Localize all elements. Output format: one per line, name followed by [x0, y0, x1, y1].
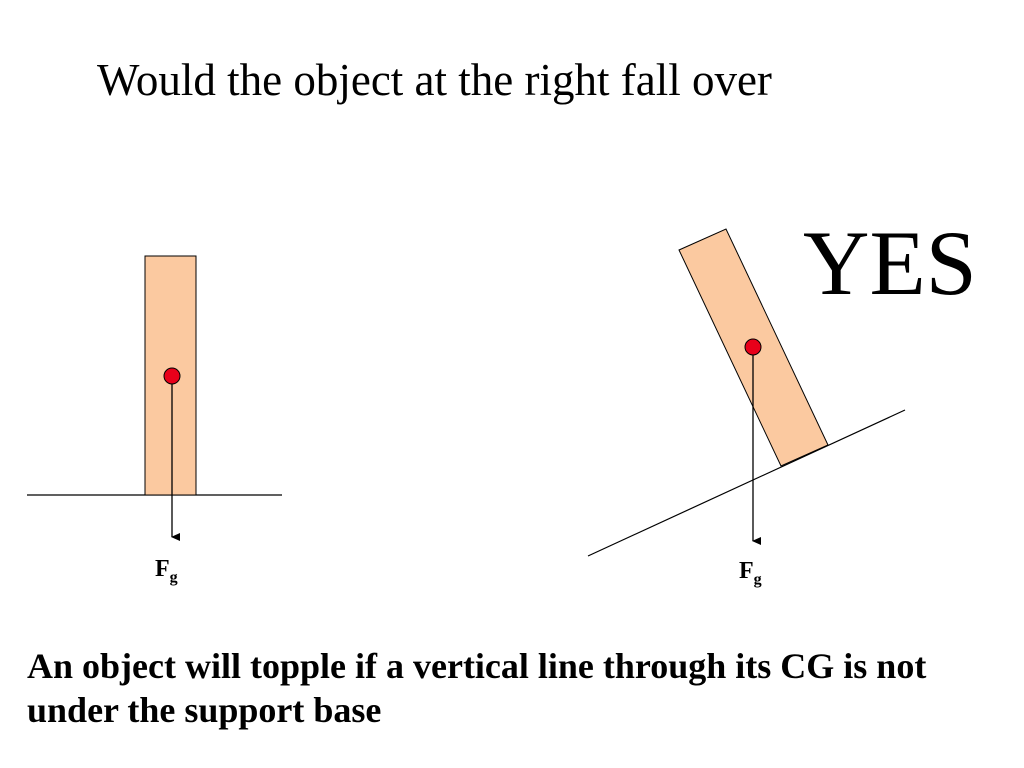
force-label-right-main: F: [739, 558, 754, 584]
force-label-right: Fg: [739, 558, 762, 588]
center-of-gravity-right: [744, 338, 762, 356]
upright-object-group: Fg: [27, 255, 282, 586]
force-label-left: Fg: [155, 556, 178, 586]
explanation-caption: An object will topple if a vertical line…: [27, 646, 927, 730]
center-of-gravity-left: [163, 367, 181, 385]
force-label-left-subscript: g: [170, 569, 178, 586]
force-label-left-main: F: [155, 556, 170, 582]
answer-text: YES: [803, 212, 977, 314]
slide-title: Would the object at the right fall over: [97, 55, 772, 105]
tilted-object-group: Fg: [587, 228, 906, 588]
force-label-right-subscript: g: [754, 571, 762, 588]
incline-ground-line: [587, 409, 906, 557]
